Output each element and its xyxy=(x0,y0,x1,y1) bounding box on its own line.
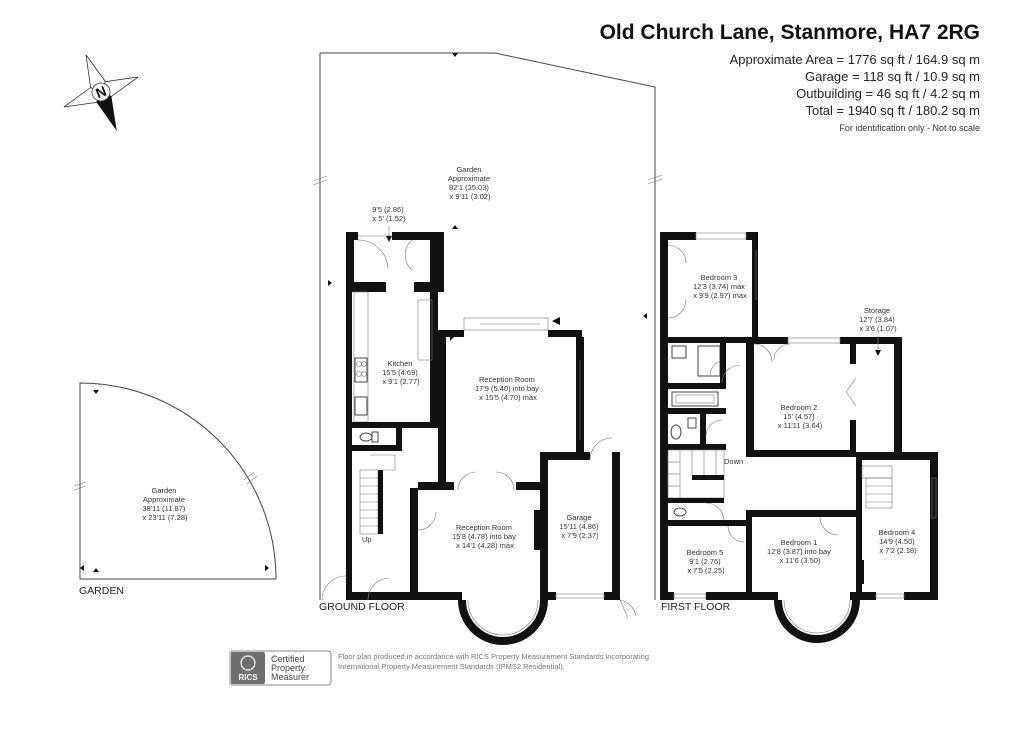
bedroom-4-stairs-icon xyxy=(865,477,893,509)
certified-badge-text: Certified Property Measurer xyxy=(271,654,309,682)
scale-note: For identification only - Not to scale xyxy=(839,123,980,133)
header: Old Church Lane, Stanmore, HA7 2RG Appro… xyxy=(600,21,980,133)
passage-dimensions: 9'5 (2.86) x 5' (1.52) xyxy=(372,205,406,223)
reception-room-front-label: Reception Room 15'8 (4.78) into bay x 14… xyxy=(452,523,518,550)
footer-note: Floor plan produced in accordance with R… xyxy=(338,652,651,671)
first-stairs-down-label: Down xyxy=(724,457,743,466)
side-garden: Garden Approximate 38'11 (11.87) x 23'11… xyxy=(73,382,277,597)
total-area: Total = 1940 sq ft / 180.2 sq m xyxy=(805,103,980,118)
bedroom-5-label: Bedroom 5 9'1 (2.76) x 7'5 (2.25) xyxy=(687,548,726,575)
first-floor-plan: Bedroom 3 12'3 (3.74) max x 9'9 (2.97) m… xyxy=(660,232,938,643)
footer: RICS Certified Property Measurer Floor p… xyxy=(229,650,651,686)
rics-logo-text: RICS xyxy=(238,673,258,682)
property-title: Old Church Lane, Stanmore, HA7 2RG xyxy=(600,21,980,44)
garage-label: Garage 15'11 (4.86) x 7'9 (2.37) xyxy=(559,513,600,540)
ground-floor-label: GROUND FLOOR xyxy=(319,601,405,613)
side-garden-label: Garden Approximate 38'11 (11.87) x 23'11… xyxy=(142,486,188,522)
ground-stairs-up-label: Up xyxy=(362,535,372,544)
outbuilding-area: Outbuilding = 46 sq ft / 4.2 sq m xyxy=(796,86,980,101)
approximate-area: Approximate Area = 1776 sq ft / 164.9 sq… xyxy=(730,52,980,67)
rics-logo-icon xyxy=(240,655,256,671)
ground-stairs-icon xyxy=(359,469,379,535)
storage-label: Storage 12'7 (3.84) x 3'6 (1.07) xyxy=(859,306,897,333)
kitchen-label: Kitchen 15'5 (4.69) x 9'1 (2.77) xyxy=(382,359,420,386)
compass-icon xyxy=(63,54,139,131)
main-garden: Garden Approximate 82'1 (25.03) x 9'11 (… xyxy=(312,52,663,600)
main-garden-label: Garden Approximate 82'1 (25.03) x 9'11 (… xyxy=(448,165,492,201)
garage-area: Garage = 118 sq ft / 10.9 sq m xyxy=(805,69,980,84)
bedroom-4-label: Bedroom 4 14'9 (4.50) x 7'2 (2.18) xyxy=(879,528,918,555)
first-floor-label: FIRST FLOOR xyxy=(661,601,731,613)
bedroom-2-label: Bedroom 2 15' (4.57) x 11'11 (3.64) xyxy=(778,403,823,430)
bedroom-1-label: Bedroom 1 12'8 (3.87) into bay x 11'6 (3… xyxy=(767,538,833,565)
ground-floor-plan: 9'5 (2.86) x 5' (1.52) Kitchen 15'5 (4.6… xyxy=(319,205,637,645)
garden-caption: GARDEN xyxy=(79,585,124,597)
reception-room-rear-label: Reception Room 17'9 (5.40) into bay x 15… xyxy=(475,375,541,402)
bedroom-3-label: Bedroom 3 12'3 (3.74) max x 9'9 (2.97) m… xyxy=(693,273,747,300)
first-stairs-icon xyxy=(667,449,725,499)
